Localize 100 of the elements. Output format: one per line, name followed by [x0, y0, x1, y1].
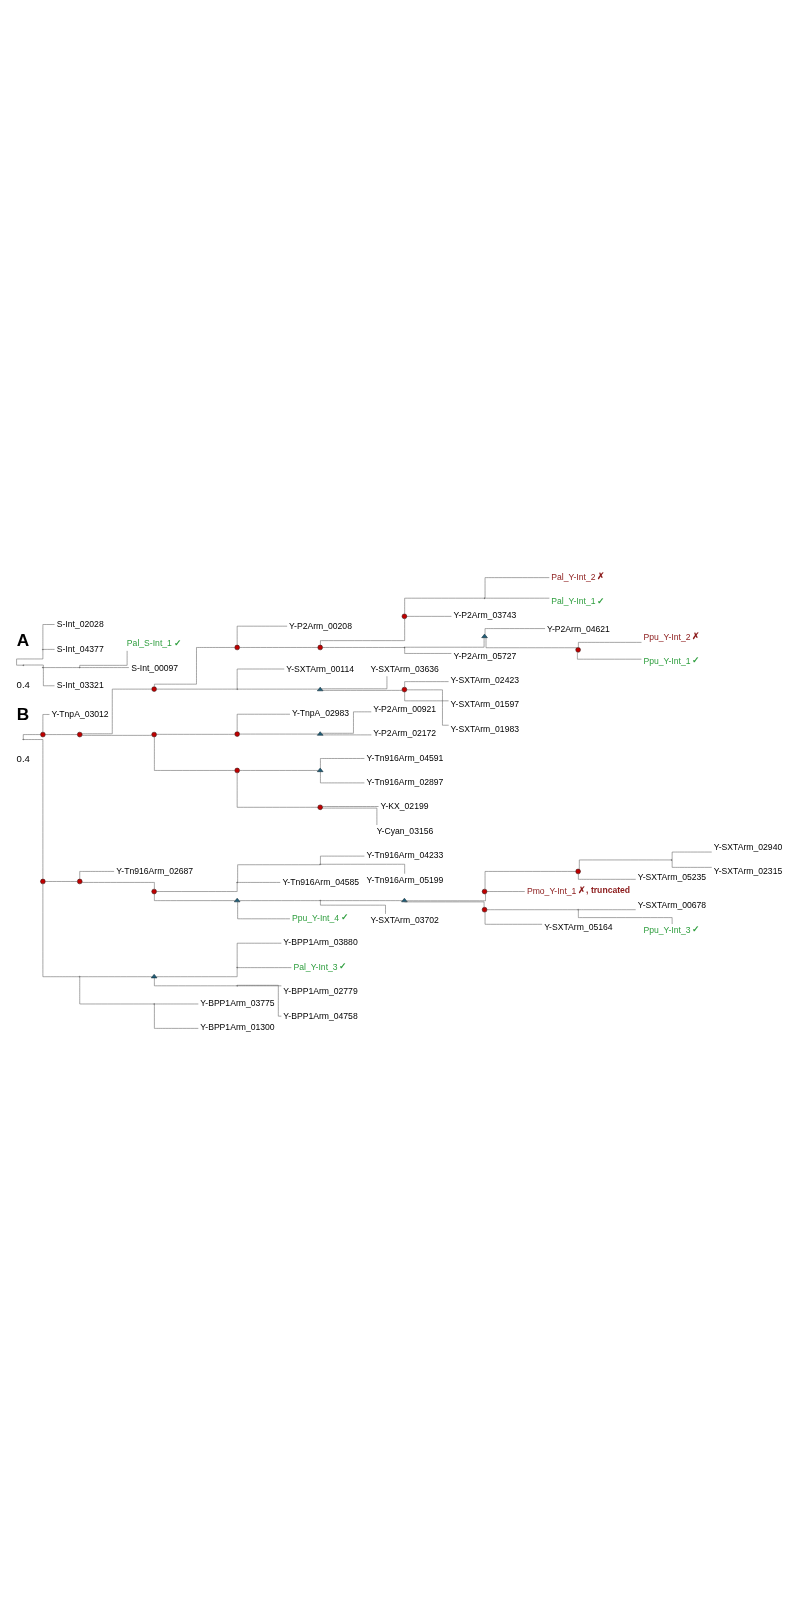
node-point — [403, 646, 406, 648]
connector — [79, 650, 128, 667]
node-text: Y-BPP1Arm_02779 — [283, 985, 358, 996]
connector — [484, 627, 546, 635]
node-circle — [575, 646, 581, 653]
node-point — [670, 858, 673, 861]
node-triangle — [151, 973, 158, 978]
connector — [239, 769, 319, 771]
node-point — [577, 908, 579, 910]
node-triangle — [481, 633, 488, 638]
connector — [80, 666, 130, 668]
node-text: Y-BPP1Arm_01300 — [200, 1021, 275, 1032]
connector — [155, 967, 238, 977]
connector — [577, 651, 642, 659]
node-text: S-Int_03321 — [56, 679, 104, 690]
connector — [320, 863, 405, 874]
connector — [322, 689, 403, 691]
node-text: S-Int_04377 — [56, 643, 104, 653]
connector — [43, 666, 80, 668]
connector — [321, 675, 388, 689]
node-circle — [77, 731, 83, 737]
connector — [404, 901, 485, 907]
node-circle — [151, 685, 157, 692]
node-text: Ppu_Y-Int_2 — [643, 631, 691, 642]
node-point — [236, 687, 238, 690]
connector — [236, 625, 288, 645]
node-triangle — [317, 686, 324, 691]
node-label: ✗ — [692, 630, 701, 641]
connector — [23, 738, 44, 879]
connector — [237, 864, 321, 882]
node-point — [153, 1002, 155, 1005]
connector — [156, 733, 236, 735]
connector — [79, 870, 115, 879]
node-triangle — [317, 730, 324, 736]
node-point — [483, 596, 486, 599]
node-text: Pal_Y-Int_1 — [551, 595, 596, 606]
connector — [320, 855, 365, 864]
connector — [154, 736, 235, 771]
node-text: Y-BPP1Arm_03880 — [283, 936, 358, 947]
node-point — [22, 738, 25, 740]
connector — [485, 636, 578, 648]
node-point — [79, 975, 81, 977]
connector — [406, 689, 449, 725]
node-text: Y-Cyan_03156 — [376, 825, 434, 836]
connector — [236, 942, 282, 967]
node-text: Y-P2Arm_00208 — [289, 620, 352, 631]
node-text: Y-BPP1Arm_04758 — [283, 1010, 358, 1021]
connector — [45, 733, 78, 735]
node-label: ✓ — [692, 654, 701, 665]
connector — [236, 713, 291, 732]
node-text: Y-SXTArm_02940 — [713, 841, 783, 852]
connector — [320, 771, 365, 783]
node-text: Pmo_Y-Int_1 — [526, 885, 577, 896]
connector — [43, 667, 55, 686]
connector — [578, 873, 636, 880]
connector — [237, 985, 282, 986]
label: A — [16, 629, 30, 650]
node-triangle — [317, 767, 324, 772]
node-circle — [317, 804, 323, 810]
node-circle — [575, 868, 581, 874]
node-label: ✗ — [597, 570, 606, 581]
connector — [237, 688, 319, 689]
node-triangle — [234, 897, 241, 902]
node-circle — [151, 888, 157, 894]
node-text: Y-P2Arm_05727 — [453, 650, 517, 661]
node-triangle — [401, 897, 408, 902]
node-label: ✓ — [339, 960, 348, 971]
node-text: Y-SXTArm_05235 — [637, 871, 707, 882]
connector — [81, 688, 152, 734]
node-text: Pal_S-Int_1 — [126, 637, 172, 648]
connector — [156, 882, 238, 892]
node-circle — [234, 644, 240, 650]
label: 0.4 — [16, 678, 30, 690]
node-point — [236, 966, 238, 968]
node-text: Y-SXTArm_02315 — [713, 865, 783, 876]
connector — [322, 734, 372, 735]
node-point — [42, 666, 44, 668]
node-text: Y-P2Arm_00921 — [373, 703, 437, 714]
node-text: Ppu_Y-Int_3 — [643, 924, 691, 935]
connector — [322, 805, 379, 807]
node-label: ✓ — [173, 637, 182, 648]
label: 0.4 — [16, 752, 30, 764]
node-text: Y-BPP1Arm_03775 — [200, 997, 275, 1008]
node-label: ✗, truncated — [578, 884, 631, 895]
connector — [322, 646, 405, 648]
node-point — [319, 899, 321, 901]
node-circle — [401, 613, 408, 619]
node-circle — [481, 888, 488, 894]
connector — [404, 637, 485, 647]
node-text: Y-SXTArm_00678 — [637, 899, 707, 910]
node-text: Y-SXTArm_03636 — [370, 663, 439, 674]
connector — [42, 883, 80, 977]
connector — [320, 757, 365, 768]
node-label: ✓ — [340, 911, 349, 922]
node-label: ✓ — [597, 595, 606, 606]
node-circle — [234, 767, 240, 773]
connector — [578, 908, 636, 910]
connector — [320, 899, 403, 901]
node-point — [22, 663, 25, 666]
node-point — [319, 863, 321, 865]
